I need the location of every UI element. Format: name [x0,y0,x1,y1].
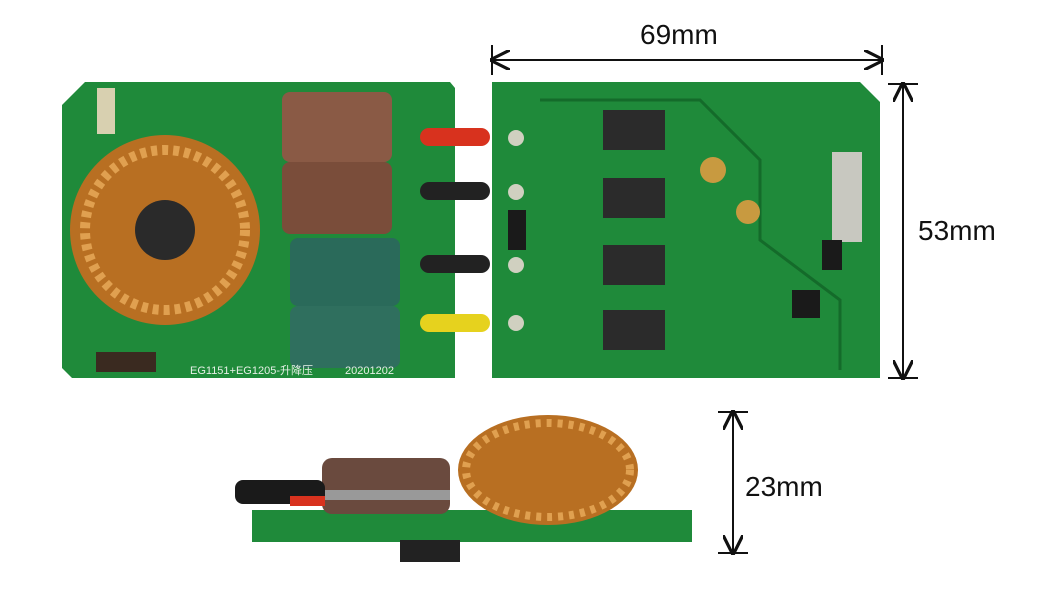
capacitor-green-1 [290,238,400,306]
mosfets [603,110,665,350]
side-view-board [235,415,692,562]
wire-red [420,128,490,146]
wire-black-1 [420,182,490,200]
inductor-smd [508,210,526,250]
capacitor-brown-1 [282,92,392,162]
thickness-label: 23mm [745,471,823,502]
capacitor-green-2 [290,306,400,368]
side-toroid [458,415,638,525]
capacitor-brown-2 [282,162,392,234]
left-pcb-board: EG1151+EG1205-升降压 20201202 [62,82,490,378]
shield-component [832,152,862,242]
board-model-label: EG1151+EG1205-升降压 [190,363,313,377]
wire-black-2 [420,255,490,273]
width-label: 69mm [640,19,718,50]
capacitor-small [700,157,726,183]
capacitor-small-2 [736,200,760,224]
board-date-label: 20201202 [345,365,394,377]
ic-chip-2 [822,240,842,270]
toroid-inductor [70,135,260,325]
ic-chip [792,290,820,318]
pin-header-top [97,88,115,134]
height-label: 53mm [918,215,996,246]
screw-terminals [508,130,524,331]
right-pcb-board [492,82,880,378]
pin-header [96,352,156,372]
wire-yellow [420,314,490,332]
